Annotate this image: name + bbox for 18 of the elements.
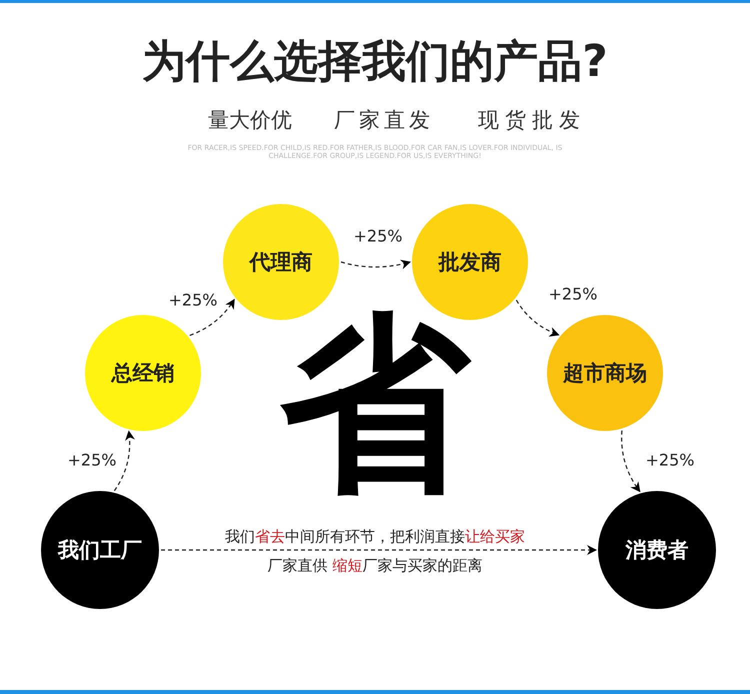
circle-node: 消费者 bbox=[598, 491, 716, 609]
arrow bbox=[190, 298, 235, 336]
circle-node: 总经销 bbox=[85, 315, 201, 431]
arrow bbox=[340, 259, 411, 270]
caption-text: 厂家直供 缩短厂家与买家的距离 bbox=[266, 557, 484, 575]
slogan: 现货批发 bbox=[478, 108, 586, 132]
arrow bbox=[621, 430, 640, 492]
slogan: 量大价优 bbox=[208, 108, 292, 132]
arrow bbox=[161, 545, 597, 555]
edge-label: 我们省去中间所有环节，把利润直接让给买家 bbox=[223, 528, 527, 546]
circle-node: 超市商场 bbox=[547, 315, 663, 431]
arrow bbox=[516, 300, 560, 336]
slogan: 厂家直发 bbox=[334, 108, 434, 132]
circle-node: 我们工厂 bbox=[41, 491, 159, 609]
arrow bbox=[114, 430, 135, 492]
circle-node: 批发商 bbox=[412, 204, 528, 320]
circle-node: 代理商 bbox=[223, 204, 339, 320]
title: 为什么选择我们的产品? bbox=[141, 35, 609, 89]
